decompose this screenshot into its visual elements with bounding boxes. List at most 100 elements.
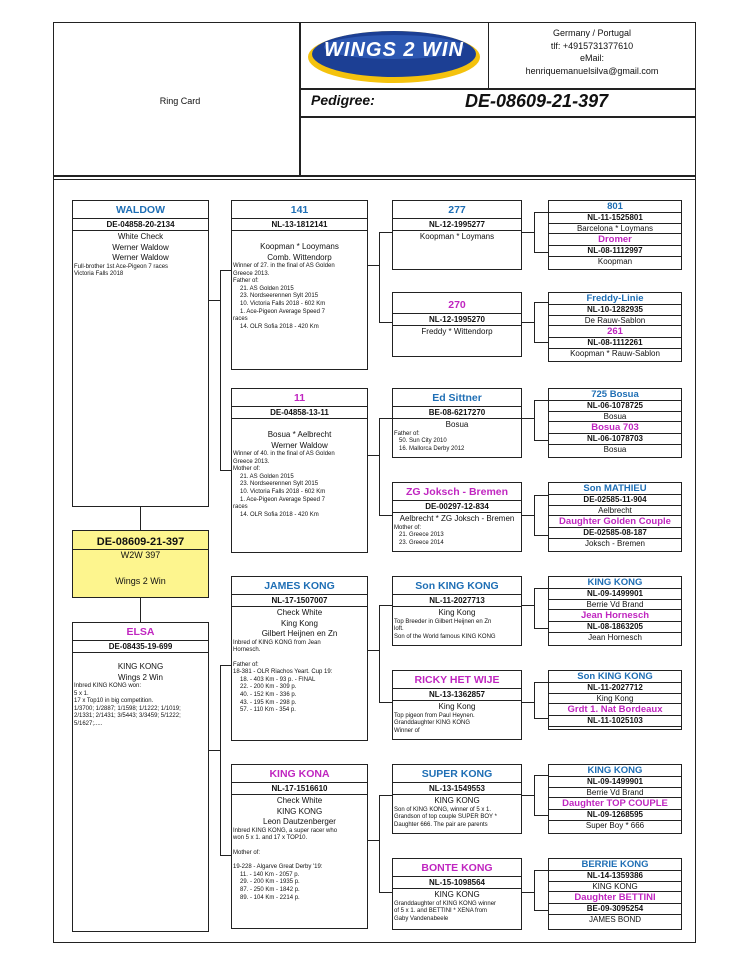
gen3-note: Top pigeon from Paul Heynen. bbox=[394, 712, 475, 719]
gen3-card: 277 NL-12-1995277 Koopman * Loymans bbox=[392, 200, 522, 270]
gen2-name: 141 bbox=[290, 204, 309, 216]
gen3-note: Mother of: bbox=[394, 524, 422, 531]
gen3-ring: NL-11-2027713 bbox=[393, 594, 521, 607]
gen3-note: loft. bbox=[394, 626, 404, 633]
gen4-ring: NL-11-1525801 bbox=[549, 212, 681, 224]
gen3-name: BONTE KONG bbox=[421, 862, 493, 874]
gen2-note: Father of: bbox=[233, 278, 259, 285]
connector bbox=[379, 322, 392, 324]
gen4-name: 261 bbox=[549, 325, 681, 337]
gen4-pair: KING KONG NL-09-1499901 Berrie Vd Brand … bbox=[548, 764, 682, 834]
gen4-line: King Kong bbox=[596, 693, 634, 703]
connector bbox=[534, 400, 536, 440]
connector bbox=[220, 855, 231, 857]
gen4-line: Berrie Vd Brand bbox=[586, 787, 644, 797]
sire-ring: DE-04858-20-2134 bbox=[73, 218, 208, 231]
gen2-note: Winner of 40. in the final of AS Golden bbox=[233, 451, 335, 457]
gen4-line: Koopman * Rauw-Sablon bbox=[570, 348, 660, 358]
gen2-result: 40. - 152 Km - 336 p. bbox=[240, 692, 297, 699]
gen2-result: 1. Ace-Pigeon Average Speed 7 bbox=[240, 308, 325, 315]
dam-name: ELSA bbox=[126, 626, 155, 638]
pedigree-bottom-line bbox=[299, 116, 696, 118]
gen2-note: Inbred KING KONG, a super racer who bbox=[233, 827, 338, 834]
subject-card: DE-08609-21-397 W2W 397 Wings 2 Win bbox=[72, 530, 209, 598]
gen4-name: 725 Bosua bbox=[591, 389, 639, 400]
gen2-line: Comb. Wittendorp bbox=[267, 252, 332, 262]
connector bbox=[522, 232, 534, 234]
gen2-result: 18. - 403 Km - 93 p. - FINAL bbox=[240, 676, 316, 683]
gen4-name: 801 bbox=[607, 201, 623, 212]
connector bbox=[140, 507, 142, 530]
gen3-ring: NL-13-1362857 bbox=[393, 688, 521, 701]
gen4-line: Berrie Vd Brand bbox=[586, 599, 644, 609]
logo-text: WINGS 2 WIN bbox=[324, 39, 464, 61]
connector bbox=[534, 910, 548, 912]
gen2-result: 1. Ace-Pigeon Average Speed 7 bbox=[240, 496, 325, 503]
subject-owner: Wings 2 Win bbox=[115, 576, 166, 586]
gen3-note: 21. Greece 2013 bbox=[394, 532, 444, 539]
dam-note: 1/3700; 1/2887; 1/1598; 1/1222; 1/1019; bbox=[74, 705, 181, 712]
gen4-line: JAMES BOND bbox=[588, 914, 641, 924]
gen3-note: Top Breeder in Gilbert Heijnen en Zn bbox=[394, 618, 492, 625]
gen3-line: Freddy * Wittendorp bbox=[421, 327, 493, 336]
page-frame bbox=[53, 22, 696, 943]
gen2-card: 11 DE-04858-13-11 Bosua * Aelbrecht Wern… bbox=[231, 388, 368, 553]
gen2-line: Werner Waldow bbox=[271, 440, 328, 450]
connector bbox=[534, 212, 536, 252]
gen3-note: 50. Sun City 2010 bbox=[394, 438, 447, 445]
connector bbox=[209, 750, 220, 752]
connector bbox=[379, 418, 381, 515]
gen2-result: 10. Victoria Falls 2018 - 602 Km bbox=[240, 488, 326, 495]
connector bbox=[534, 775, 536, 815]
connector bbox=[379, 795, 381, 892]
gen4-ring: NL-09-1268595 bbox=[549, 809, 681, 821]
contact-email[interactable]: henriquemanuelsilva@gmail.com bbox=[525, 65, 659, 76]
gen4-line: Koopman bbox=[597, 256, 633, 266]
gen2-note: won 5 x 1. and 17 x TOP10. bbox=[233, 835, 308, 842]
gen2-result: 57. - 110 Km - 354 p. bbox=[240, 707, 296, 714]
gen3-card: 270 NL-12-1995270 Freddy * Wittendorp bbox=[392, 292, 522, 357]
gen4-pair: Son MATHIEU DE-02585-11-904 Aelbrecht Da… bbox=[548, 482, 682, 552]
gen4-ring: NL-10-1282935 bbox=[549, 304, 681, 316]
sire-note: Victoria Falls 2018 bbox=[74, 271, 124, 278]
gen3-card: BONTE KONG NL-15-1098564 KING KONG Grand… bbox=[392, 858, 522, 930]
connector bbox=[368, 650, 379, 652]
gen2-note: Greece 2013. bbox=[233, 270, 270, 277]
gen2-note: Winner of 27. in the final of AS Golden bbox=[233, 263, 335, 269]
connector bbox=[534, 682, 536, 718]
gen2-name: JAMES KONG bbox=[264, 580, 335, 592]
connector bbox=[379, 605, 381, 702]
connector bbox=[522, 702, 534, 704]
gen4-line: Jean Hornesch bbox=[588, 632, 642, 642]
header-divider-2 bbox=[53, 179, 696, 180]
gen3-name: 270 bbox=[448, 299, 466, 311]
gen3-note: Daughter 666. The pair are parents bbox=[394, 821, 488, 828]
connector bbox=[140, 598, 142, 622]
gen4-name: Bosua 703 bbox=[549, 421, 681, 433]
gen2-note bbox=[232, 655, 367, 662]
gen2-ring: NL-17-1507007 bbox=[232, 594, 367, 607]
gen4-name: Son KING KONG bbox=[577, 671, 653, 682]
sire-line: White Check bbox=[117, 232, 164, 241]
sire-line: Werner Waldow bbox=[112, 253, 169, 262]
connector bbox=[379, 515, 392, 517]
gen3-note: 23. Greece 2014 bbox=[394, 539, 444, 546]
gen3-ring: BE-08-6217270 bbox=[393, 406, 521, 419]
gen4-name: BERRIE KONG bbox=[581, 859, 649, 870]
connector bbox=[534, 400, 548, 402]
gen3-note: Granddaughter of KING KONG winner bbox=[394, 900, 497, 907]
gen2-note bbox=[232, 843, 367, 850]
connector bbox=[379, 795, 392, 797]
gen4-line: KING KONG bbox=[592, 881, 638, 891]
gen2-result: 14. OLR Sofia 2018 - 420 Km bbox=[240, 511, 319, 518]
gen3-line: Bosua bbox=[445, 420, 469, 429]
gen2-note: Hornesch. bbox=[233, 647, 261, 654]
gen3-name: ZG Joksch - Bremen bbox=[405, 486, 509, 498]
gen2-result: 87. - 250 Km - 1842 p. bbox=[240, 887, 300, 894]
gen2-line: KING KONG bbox=[276, 806, 323, 816]
connector bbox=[534, 342, 548, 344]
gen3-card: SUPER KONG NL-13-1549553 KING KONG Son o… bbox=[392, 764, 522, 834]
gen4-pair: Son KING KONG NL-11-2027712 King Kong Gr… bbox=[548, 670, 682, 730]
gen3-name: Son KING KONG bbox=[415, 580, 499, 592]
gen3-name: SUPER KONG bbox=[421, 768, 493, 780]
